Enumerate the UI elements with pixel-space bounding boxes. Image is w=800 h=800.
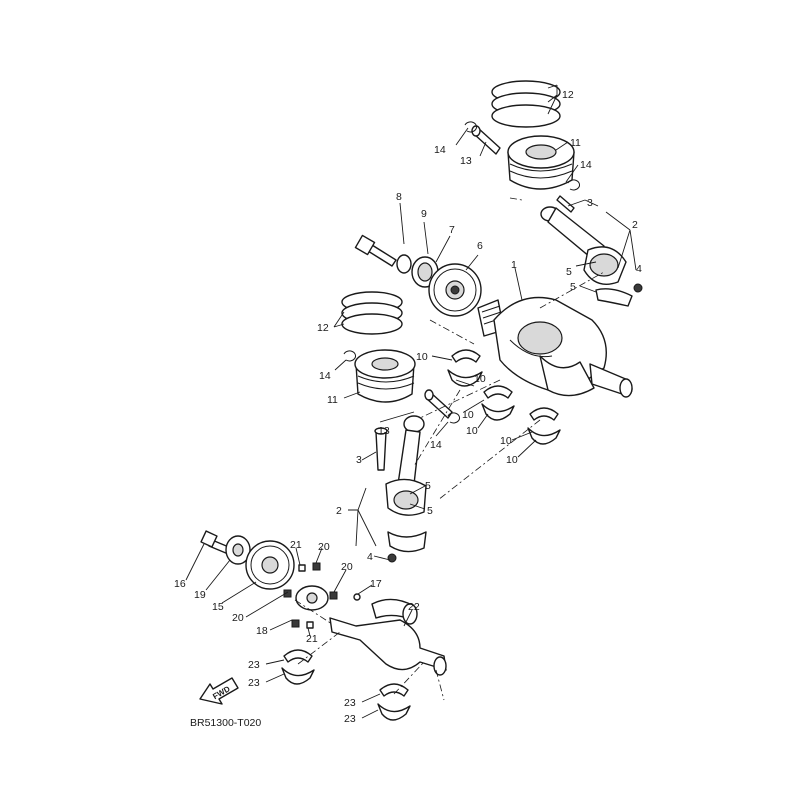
- callout-10: 10: [506, 454, 518, 466]
- callout-15: 15: [212, 601, 224, 613]
- rod-bolt-upper: [556, 195, 575, 213]
- callout-23: 23: [248, 677, 260, 689]
- gear-plate-18: [295, 585, 329, 611]
- piston-ring-set-upper: [491, 80, 561, 128]
- callout-10: 10: [500, 435, 512, 447]
- callout-16: 16: [174, 578, 186, 590]
- gear-bolt-8: [354, 234, 397, 267]
- crankshaft-1: [477, 296, 633, 398]
- callout-10: 10: [416, 351, 428, 363]
- leader-lines: [185, 84, 637, 719]
- callout-4: 4: [367, 551, 373, 563]
- callout-5: 5: [570, 281, 576, 293]
- key-17: [353, 593, 361, 601]
- drive-gear-6: [428, 263, 482, 317]
- callout-19: 19: [194, 589, 206, 601]
- callout-8: 8: [396, 191, 402, 203]
- callout-10: 10: [466, 425, 478, 437]
- piston-pin-lower: [424, 389, 453, 419]
- pins-21: [298, 564, 314, 629]
- callout-14: 14: [319, 370, 331, 382]
- piston-lower: [354, 349, 416, 403]
- circlip-upper-left: [464, 121, 477, 133]
- bearing-shells-10-upper: [447, 349, 483, 387]
- callout-23: 23: [248, 659, 260, 671]
- callout-11: 11: [327, 394, 338, 406]
- callout-5: 5: [427, 505, 433, 517]
- callout-4: 4: [636, 263, 642, 275]
- balancer-bearings-23-left: [281, 649, 315, 685]
- callout-10: 10: [474, 373, 486, 385]
- callout-labels: 12 11 14 13 14 3 2 8 9 7 6 1 5 4 5 12 10…: [174, 89, 642, 725]
- circlip-upper-right: [567, 179, 580, 191]
- piston-pin-upper: [471, 125, 501, 155]
- callout-3: 3: [587, 197, 593, 209]
- callout-17: 17: [370, 578, 382, 590]
- piston-upper: [507, 135, 575, 190]
- callout-11: 11: [570, 137, 581, 149]
- callout-6: 6: [477, 240, 483, 252]
- diagram-code: BR51300-T020: [190, 717, 261, 729]
- bearing-shells-10-middle: [481, 385, 515, 421]
- callout-14: 14: [580, 159, 592, 171]
- callout-21: 21: [290, 539, 302, 551]
- callout-5: 5: [425, 480, 431, 492]
- callout-14: 14: [430, 439, 442, 451]
- piston-ring-set-lower: [341, 291, 403, 335]
- callout-12: 12: [317, 322, 329, 334]
- fwd-arrow-icon: FWD: [199, 677, 239, 705]
- connecting-rod-upper: [540, 206, 643, 307]
- callout-9: 9: [421, 208, 427, 220]
- callout-23: 23: [344, 697, 356, 709]
- washer-9: [396, 254, 412, 274]
- balancer-shaft-22: [329, 598, 447, 676]
- rod-bolt-lower-head: [374, 427, 388, 435]
- callout-5: 5: [566, 266, 572, 278]
- callout-20: 20: [341, 561, 353, 573]
- callout-22: 22: [408, 601, 420, 613]
- callout-10: 10: [462, 409, 474, 421]
- assembly-lines: [294, 197, 605, 701]
- circlip-lower-left: [343, 350, 356, 362]
- circlip-lower-right: [447, 412, 460, 424]
- callout-18: 18: [256, 625, 268, 637]
- callout-20: 20: [232, 612, 244, 624]
- callout-14: 14: [434, 144, 446, 156]
- callout-2: 2: [336, 505, 342, 517]
- callout-20: 20: [318, 541, 330, 553]
- callout-13: 13: [460, 155, 472, 167]
- callout-2: 2: [632, 219, 638, 231]
- rod-bolt-lower: [375, 431, 387, 471]
- balancer-gear-15: [245, 540, 295, 590]
- balancer-bearings-23-right: [377, 683, 411, 721]
- callout-1: 1: [511, 259, 517, 271]
- callout-23: 23: [344, 713, 356, 725]
- callout-21: 21: [306, 633, 318, 645]
- callout-7: 7: [449, 224, 455, 236]
- washer-19: [225, 535, 251, 565]
- callout-3: 3: [356, 454, 362, 466]
- damper-springs-20: [283, 562, 338, 628]
- callout-12: 12: [562, 89, 574, 101]
- callout-13: 13: [378, 425, 390, 437]
- bearing-shells-10-lower: [527, 407, 561, 445]
